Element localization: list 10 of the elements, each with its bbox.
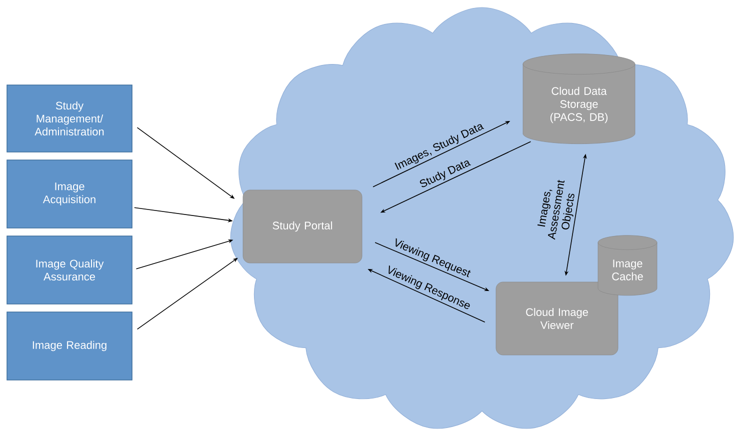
database-cylinder: Cloud Data Storage (PACS, DB) — [522, 54, 636, 144]
service-box: Cloud Image Viewer — [496, 282, 618, 356]
edge-label: Study Data — [420, 160, 471, 188]
role-box: Study Management/ Administration — [6, 84, 132, 152]
edge-label: Images, Assessment Objects — [537, 180, 574, 240]
service-box: Study Portal — [242, 190, 362, 264]
role-box: Image Reading — [6, 312, 132, 380]
role-box: Image Acquisition — [6, 160, 132, 228]
database-cylinder: Image Cache — [598, 235, 658, 296]
role-box: Image Quality Assurance — [6, 236, 132, 304]
